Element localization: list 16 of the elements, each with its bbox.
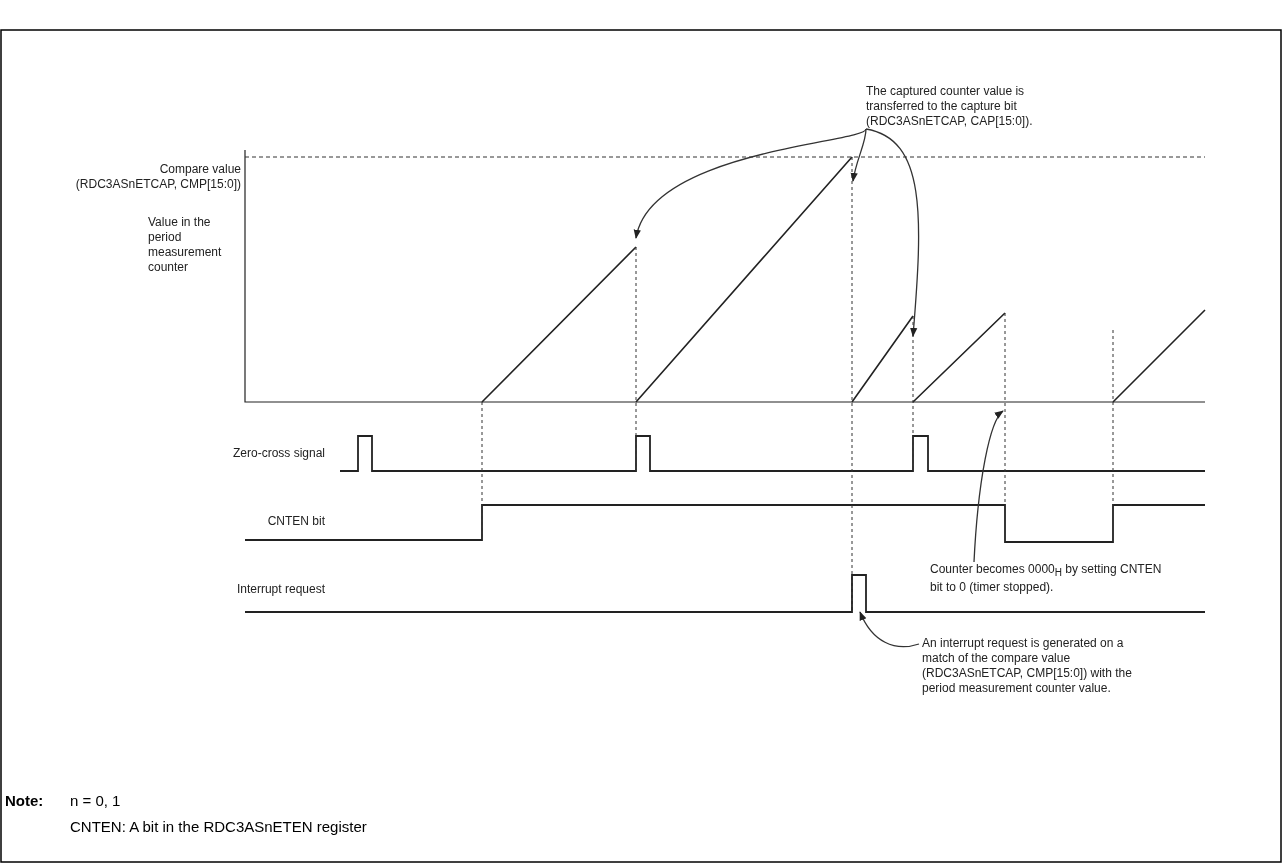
note-heading: Note: xyxy=(5,792,45,810)
leader-arrow xyxy=(850,128,867,182)
callout-text: The captured counter value is transferred to the capture bit (RDC3ASnETCAP, CAP[15:0]). xyxy=(866,84,1066,129)
axis-label: Compare value (RDC3ASnETCAP, CMP[15:0]) xyxy=(74,162,241,192)
signal-label: CNTEN bit xyxy=(266,514,325,529)
leader-arrow xyxy=(973,410,1004,563)
note-text: n = 0, 1 xyxy=(70,792,122,810)
leader-arrow xyxy=(865,128,920,337)
callout-text: An interrupt request is generated on a match of the compare value (RDC3ASnETCAP, CMP[15:0]) with the period measurement counter value. xyxy=(922,636,1137,696)
leader-arrow xyxy=(635,128,867,239)
leader-arrow xyxy=(859,611,920,648)
signal-label: Zero-cross signal xyxy=(231,446,325,461)
axis-label: Value in the period measurement counter xyxy=(148,215,223,275)
callout-text: Counter becomes 0000$_{H}$ by setting CNTEN bit to 0 (timer stopped). xyxy=(930,562,1165,596)
note-text: CNTEN: A bit in the RDC3ASnETEN register xyxy=(70,818,368,836)
signal-label: Interrupt request xyxy=(235,582,325,597)
